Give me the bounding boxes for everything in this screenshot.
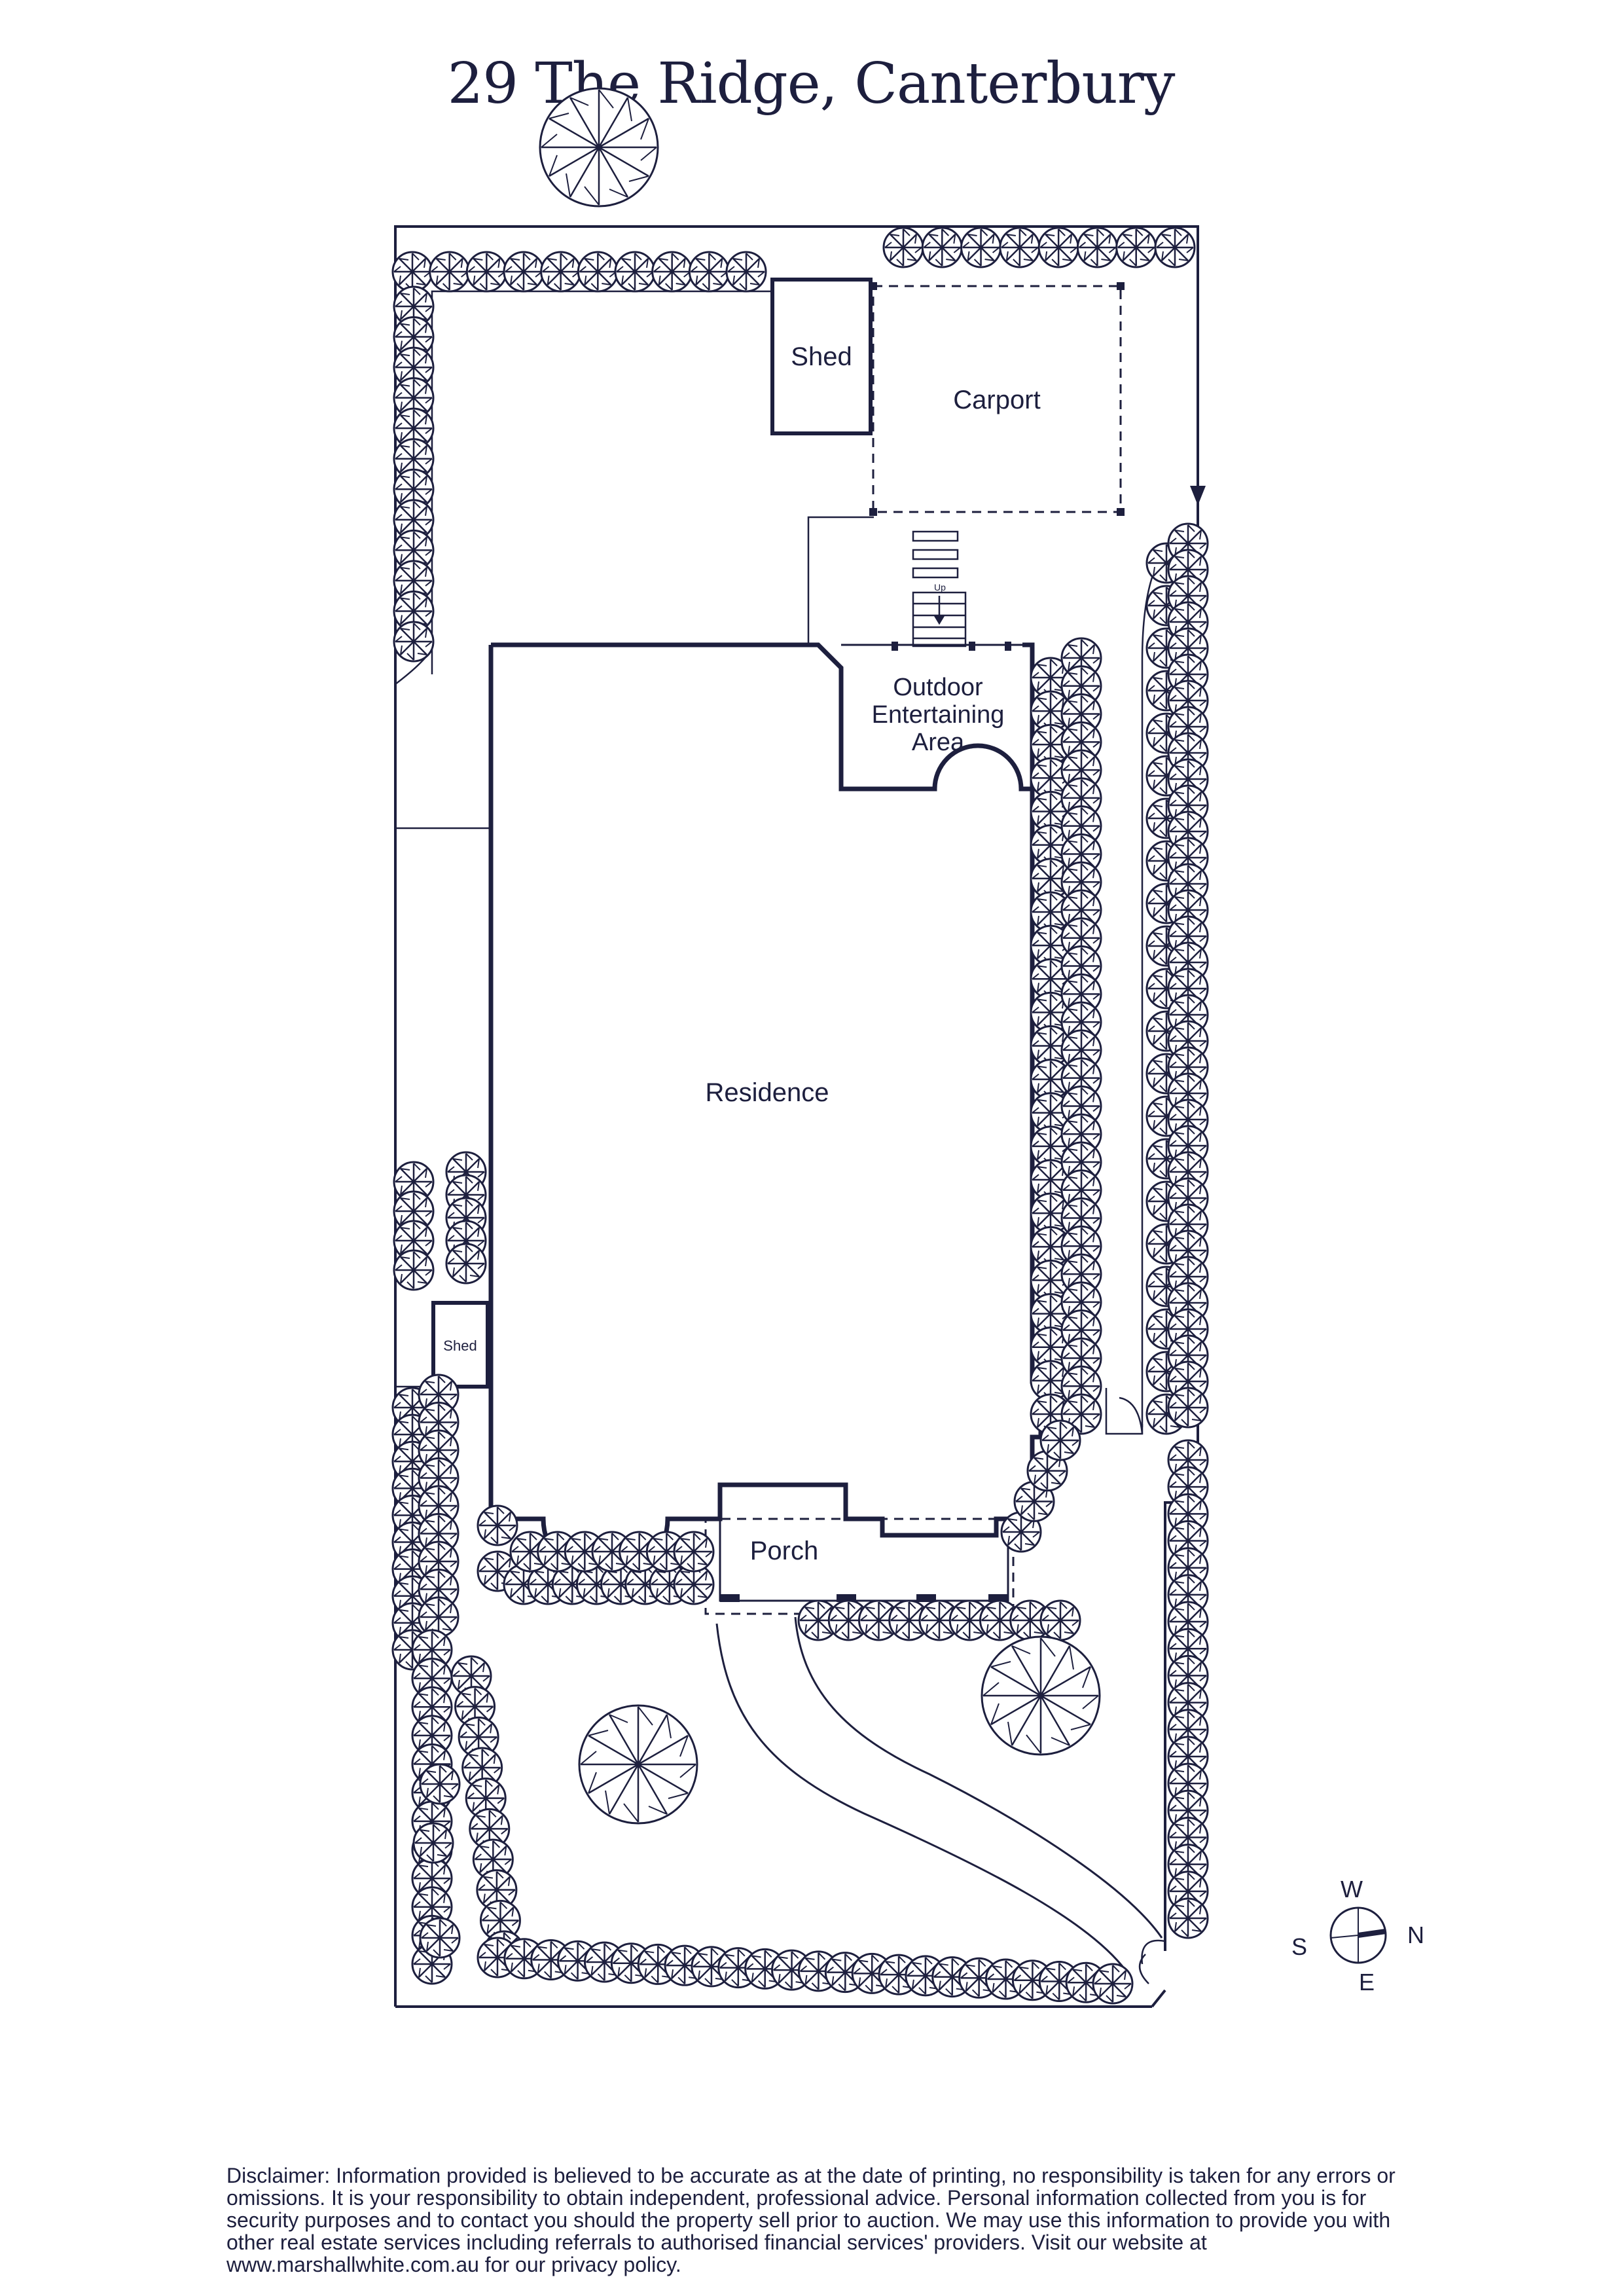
- steps: Up: [912, 530, 967, 647]
- tree-icon: [1154, 227, 1196, 268]
- tree-icon: [614, 251, 656, 293]
- tree-icon: [465, 251, 507, 293]
- tree-icon: [393, 1249, 435, 1291]
- tree-icon: [419, 1763, 461, 1805]
- tree-icon: [921, 227, 963, 268]
- tree-icon: [1167, 1897, 1209, 1939]
- compass-n: N: [1407, 1922, 1424, 1948]
- steps-up-label: Up: [934, 582, 946, 592]
- tree-icon: [981, 1635, 1101, 1756]
- residence-label: Residence: [705, 1078, 829, 1107]
- compass-s: S: [1291, 1933, 1307, 1960]
- tree-icon: [445, 1243, 487, 1285]
- outdoor-label-2: Entertaining: [872, 701, 1005, 729]
- tree-icon: [725, 251, 767, 293]
- tree-icon: [960, 227, 1002, 268]
- porch-label: Porch: [750, 1537, 819, 1565]
- tree-icon: [1167, 1387, 1209, 1429]
- tree-icon: [391, 251, 433, 293]
- tree-icon: [1039, 1419, 1081, 1461]
- carport: Carport: [869, 282, 1125, 516]
- residence: Residence: [488, 642, 1043, 1584]
- tree-icon: [999, 227, 1041, 268]
- tree-icon: [578, 1704, 698, 1825]
- tree-icon: [673, 1531, 715, 1573]
- arrow-down-icon: [1190, 298, 1206, 505]
- compass-w: W: [1341, 1876, 1363, 1903]
- tree-icon: [651, 251, 693, 293]
- carport-label: Carport: [953, 386, 1040, 414]
- outdoor-label-3: Area: [912, 729, 965, 756]
- disclaimer: Disclaimer: Information provided is beli…: [226, 2164, 1396, 2276]
- tree-icon: [1039, 1599, 1081, 1641]
- shed-top: Shed: [770, 278, 873, 435]
- tree-icon: [688, 251, 730, 293]
- shed-top-label: Shed: [791, 342, 852, 371]
- outdoor-entertaining-area: Outdoor Entertaining Area: [841, 642, 1032, 756]
- tree-icon: [429, 251, 471, 293]
- tree-icon: [539, 87, 659, 208]
- tree-icon: [1037, 227, 1079, 268]
- tree-icon: [540, 251, 582, 293]
- tree-icon: [412, 1822, 454, 1864]
- driveway: [715, 1616, 1163, 1971]
- tree-icon: [882, 227, 924, 268]
- tree-icon: [393, 621, 435, 663]
- outdoor-label-1: Outdoor: [893, 674, 983, 701]
- compass-icon: W N S E: [1291, 1876, 1424, 1995]
- tree-icon: [477, 1504, 518, 1546]
- tree-icon: [577, 251, 619, 293]
- shed-side: Shed: [431, 1301, 490, 1389]
- tree-icon: [503, 251, 545, 293]
- tree-icon: [1092, 1963, 1134, 2005]
- tree-icon: [1076, 227, 1118, 268]
- tree-icon: [419, 1917, 461, 1959]
- tree-icon: [1115, 227, 1157, 268]
- compass-e: E: [1359, 1969, 1375, 1995]
- shed-side-label: Shed: [443, 1338, 477, 1354]
